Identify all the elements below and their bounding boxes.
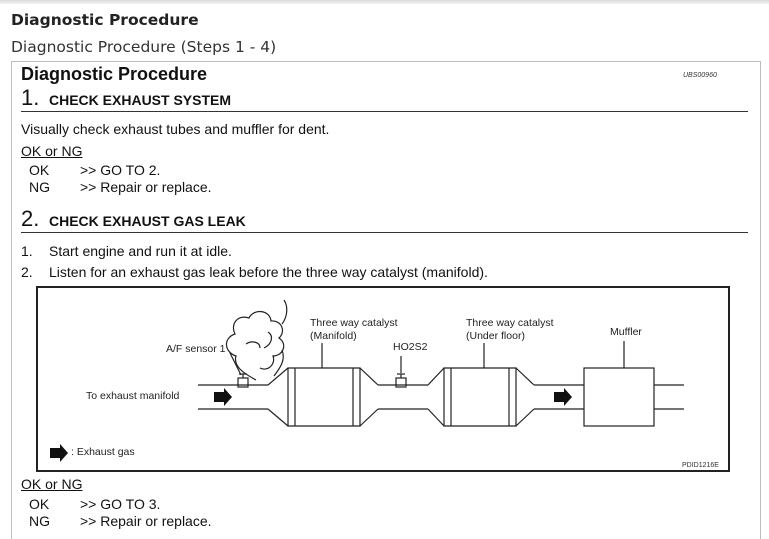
muffler-label: Muffler [610,326,642,338]
step2-okng-label: OK or NG [21,476,83,492]
page-subheading: Diagnostic Procedure (Steps 1 - 4) [11,38,277,56]
step1-header: 1. CHECK EXHAUST SYSTEM [21,85,748,112]
twc-underfloor-label-line2: (Under floor) [466,330,525,342]
step1-instruction: Visually check exhaust tubes and muffler… [21,121,330,137]
twc-manifold-label-line2: (Manifold) [310,330,357,342]
step2-ok-label: OK [29,496,50,512]
step2-item2-number: 2. [21,264,33,280]
step2-item1-text: Start engine and run it at idle. [49,243,232,259]
step1-okng-label: OK or NG [21,143,83,159]
exhaust-gas-legend: : Exhaust gas [71,446,135,458]
document-image-frame [11,61,761,539]
doc-title: Diagnostic Procedure [21,64,208,84]
exhaust-diagram-drawing [50,299,684,462]
step2-number: 2. [21,206,40,231]
step2-header: 2. CHECK EXHAUST GAS LEAK [21,206,748,233]
step1-ng-action: >> Repair or replace. [80,179,212,195]
to-exhaust-manifold-label: To exhaust manifold [86,390,180,402]
twc-underfloor-label-line1: Three way catalyst [466,317,554,329]
step1-ng-label: NG [29,179,50,195]
step2-ng-action: >> Repair or replace. [80,513,212,529]
diagram-code: PDID1216E [682,462,719,469]
step1-ok-action: >> GO TO 2. [80,162,161,178]
step2-title: CHECK EXHAUST GAS LEAK [49,213,246,229]
doc-code: UBS00960 [683,72,717,79]
top-divider [0,0,769,4]
step1-ok-label: OK [29,162,50,178]
page-heading: Diagnostic Procedure [11,11,199,29]
ho2s2-label: HO2S2 [393,341,428,353]
af-sensor-label: A/F sensor 1 [166,343,226,355]
step2-ng-label: NG [29,513,50,529]
step1-title: CHECK EXHAUST SYSTEM [49,92,232,108]
step1-number: 1. [21,85,40,110]
exhaust-system-diagram: A/F sensor 1 Three way catalyst (Manifol… [36,286,730,472]
step2-item1-number: 1. [21,243,33,259]
twc-manifold-label-line1: Three way catalyst [310,317,398,329]
step2-item2-text: Listen for an exhaust gas leak before th… [49,264,488,280]
step2-ok-action: >> GO TO 3. [80,496,161,512]
